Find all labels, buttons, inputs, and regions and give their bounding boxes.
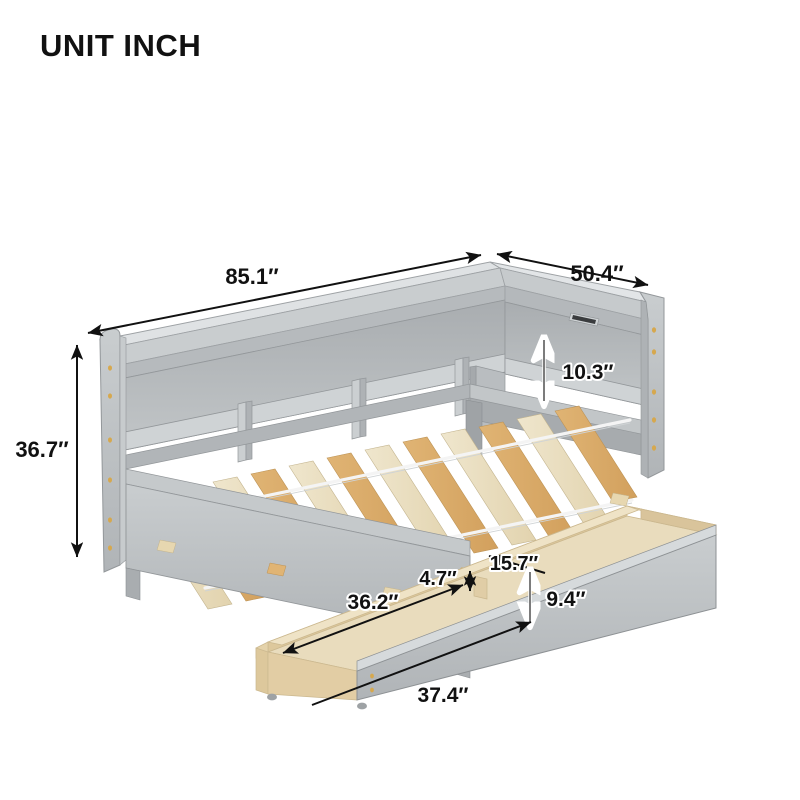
right-end-panel-edge: [640, 299, 649, 479]
bed-assembly: [98, 261, 718, 710]
dimension-drawer-face-width: 37.4″: [311, 621, 532, 707]
front-left-leg: [125, 567, 141, 601]
dimension-drawer-inner-length: 36.2″: [282, 584, 464, 654]
slat: [402, 436, 499, 554]
dimension-width-overall: 50.4″: [496, 250, 649, 289]
dimension-label-10-3: 10.3″: [563, 361, 614, 384]
dimension-drawer-wall: 4.7″: [417, 566, 477, 592]
dimension-drawer-face-height: 9.4″: [530, 568, 588, 626]
dowel-pegs-right: [651, 327, 657, 451]
dimension-drawer-inner-width: 15.7″: [488, 551, 546, 577]
dimension-label-36-7: 36.7″: [15, 437, 69, 462]
power-outlet[interactable]: [568, 312, 600, 327]
dimension-label-50-4: 50.4″: [570, 261, 624, 286]
dimension-label-37-4: 37.4″: [418, 684, 469, 707]
dimension-leader: [282, 584, 464, 654]
page-title: UNIT INCH: [40, 28, 202, 63]
dimension-label-4-7: 4.7″: [419, 568, 457, 590]
drawer-face-pegs: [370, 673, 374, 693]
dimension-shelf-opening: 10.3″: [544, 336, 615, 405]
drawer-caster: [267, 693, 277, 701]
drawer-inner-partition: [473, 575, 488, 600]
dimension-height-overall: 36.7″: [15, 344, 84, 558]
dowel-pegs-left: [108, 365, 112, 551]
drawer-left-outer: [255, 647, 269, 695]
dimension-length-overall: 85.1″: [87, 251, 482, 337]
dimension-label-36-2: 36.2″: [348, 591, 399, 614]
dimension-label-85-1: 85.1″: [225, 264, 279, 289]
left-end-panel-outer: [99, 328, 121, 573]
left-end-panel-inner-edge: [119, 335, 127, 566]
drawer-caster: [357, 702, 367, 710]
dimension-leader: [496, 250, 649, 289]
dimension-leader: [87, 251, 482, 337]
left-end-panel: [99, 328, 127, 573]
slat: [440, 428, 537, 546]
dimension-label-9-4: 9.4″: [546, 588, 585, 611]
dimension-leader: [311, 621, 532, 706]
power-outlet-slot: [572, 315, 596, 324]
